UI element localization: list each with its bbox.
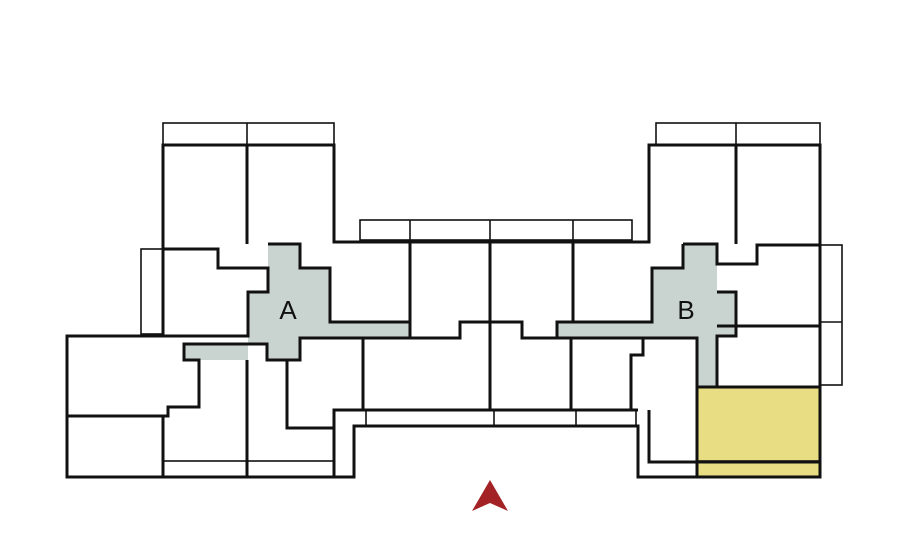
highlighted-unit[interactable]: [697, 387, 820, 477]
core-a-area: [184, 244, 410, 360]
unit-partitions: [67, 145, 820, 477]
core-a-left-tongue: [184, 344, 248, 360]
north-arrow-icon: [472, 480, 508, 511]
core-b-area: [557, 244, 736, 387]
core-a-label: A: [279, 295, 297, 325]
core-b-label: B: [677, 295, 694, 325]
